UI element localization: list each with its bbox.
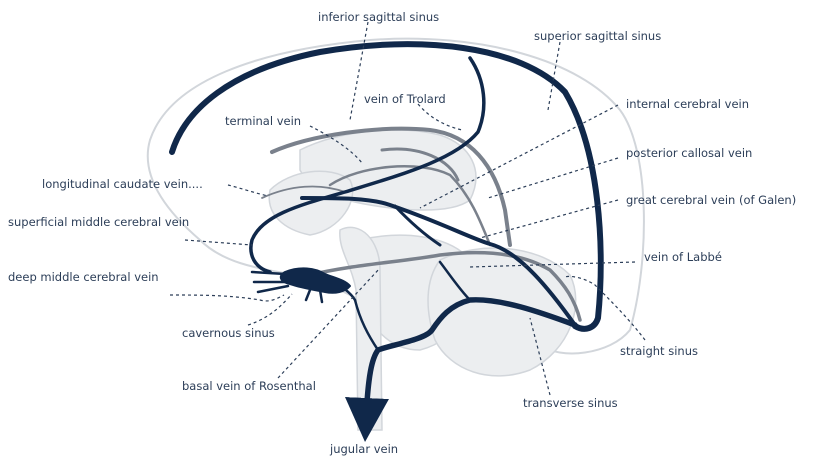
label-cavernous-sinus: cavernous sinus xyxy=(182,326,275,340)
leader-vein-of-trolard xyxy=(418,104,462,130)
label-superficial-middle-cerebral-vein: superficial middle cerebral vein xyxy=(8,215,189,229)
label-longitudinal-caudate-vein: longitudinal caudate vein.... xyxy=(42,177,203,191)
label-inferior-sagittal-sinus: inferior sagittal sinus xyxy=(318,10,439,24)
label-terminal-vein: terminal vein xyxy=(225,114,301,128)
leader-longitudinal-caudate-vein xyxy=(228,185,268,196)
label-posterior-callosal-vein: posterior callosal vein xyxy=(626,146,752,160)
label-deep-middle-cerebral-vein: deep middle cerebral vein xyxy=(8,270,159,284)
label-basal-vein-of-rosenthal: basal vein of Rosenthal xyxy=(182,379,316,393)
label-jugular-vein: jugular vein xyxy=(330,442,398,456)
label-vein-of-trolard: vein of Trolard xyxy=(364,92,446,106)
label-transverse-sinus: transverse sinus xyxy=(523,396,618,410)
leader-superficial-middle-cerebral-vein xyxy=(185,240,252,245)
label-straight-sinus: straight sinus xyxy=(620,344,698,358)
label-vein-of-labbe: vein of Labbé xyxy=(644,250,722,264)
leader-deep-middle-cerebral-vein xyxy=(170,295,284,301)
label-internal-cerebral-vein: internal cerebral vein xyxy=(626,97,749,111)
label-great-cerebral-vein: great cerebral vein (of Galen) xyxy=(626,193,796,207)
label-superior-sagittal-sinus: superior sagittal sinus xyxy=(534,29,661,43)
cavernous-sinus-shape xyxy=(281,268,350,292)
